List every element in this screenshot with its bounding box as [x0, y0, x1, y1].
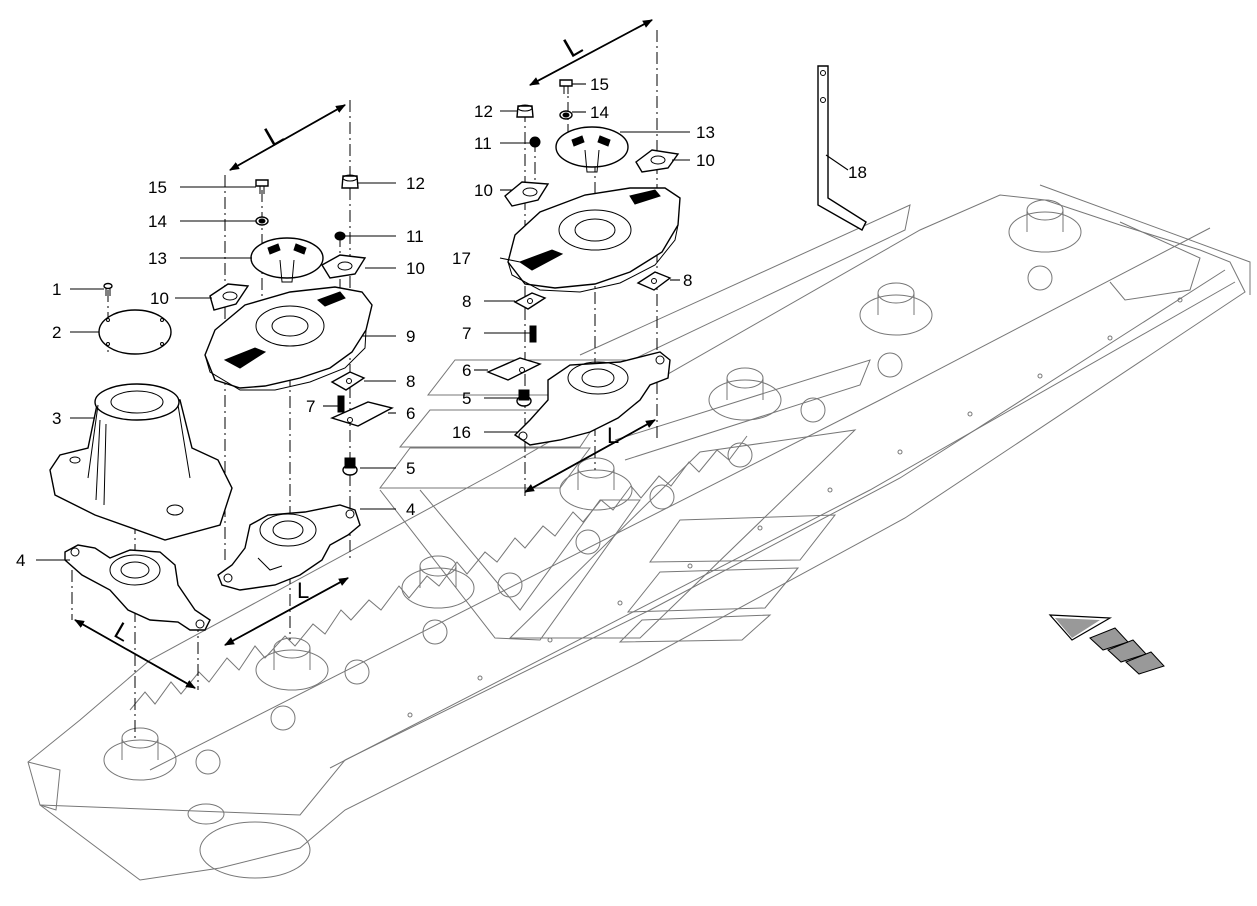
callout-7-right: 7 — [462, 324, 471, 343]
callout-7-left: 7 — [306, 397, 315, 416]
part-11-nut-left — [334, 231, 346, 241]
part-10-skid-left-a — [209, 283, 250, 311]
cutter-bar — [27, 184, 1251, 881]
callout-5-right: 5 — [462, 389, 471, 408]
part-7-screw-left — [337, 395, 345, 413]
dimension-L-5: L — [607, 423, 619, 448]
part-4-carrier-left — [64, 544, 211, 631]
part-1-screw — [103, 282, 113, 296]
callout-10-left-b: 10 — [406, 259, 425, 278]
part-6-blade-left — [330, 401, 394, 427]
part-10-skid-left-b — [321, 254, 367, 279]
brand-logo-outline — [379, 204, 911, 643]
callout-6-right: 6 — [462, 361, 471, 380]
callout-12-right: 12 — [474, 102, 493, 121]
callout-2: 2 — [52, 323, 61, 342]
part-10-skid-right-a — [504, 181, 550, 207]
part-2-cover-plate — [98, 309, 172, 355]
callout-6-left: 6 — [406, 404, 415, 423]
callout-9: 9 — [406, 327, 415, 346]
callout-14-left: 14 — [148, 212, 167, 231]
part-15-bolt-right — [559, 79, 573, 94]
part-8-plate-left — [330, 371, 366, 391]
callout-17: 17 — [452, 249, 471, 268]
part-12-nut-right — [516, 104, 534, 118]
callout-11-left: 11 — [406, 227, 424, 246]
callout-15-right: 15 — [590, 75, 609, 94]
part-11-nut-right — [529, 136, 541, 148]
dimension-lines: L L L L L — [74, 19, 656, 689]
callout-8-left: 8 — [406, 372, 415, 391]
dimension-L-2: L — [558, 29, 587, 64]
part-8-plate-right-a — [513, 292, 547, 310]
part-7-screw-right — [529, 325, 537, 343]
callout-labels: 1 2 3 4 4 5 5 6 6 7 7 8 8 8 9 10 10 10 1… — [16, 75, 867, 570]
callout-18: 18 — [848, 163, 867, 182]
callout-8-right-b: 8 — [683, 271, 692, 290]
callout-13-right: 13 — [696, 123, 715, 142]
callout-4-right: 4 — [406, 500, 415, 519]
callout-10-right-b: 10 — [696, 151, 715, 170]
part-12-nut-left — [341, 174, 359, 189]
callout-11-right: 11 — [474, 134, 492, 153]
part-18-bracket — [817, 65, 867, 231]
part-16-carrier — [513, 351, 671, 446]
callout-13-left: 13 — [148, 249, 167, 268]
dimension-L-4: L — [297, 578, 309, 603]
part-14-washer-right — [559, 110, 573, 120]
part-3-drum — [49, 383, 233, 541]
callout-4-left: 4 — [16, 551, 25, 570]
part-17-disc — [507, 187, 681, 293]
dimension-L-1: L — [259, 118, 288, 153]
part-15-bolt-left — [255, 179, 269, 194]
part-13-cone-right — [555, 126, 629, 173]
part-6-blade-right — [486, 357, 542, 381]
callout-16: 16 — [452, 423, 471, 442]
callout-15-left: 15 — [148, 178, 167, 197]
part-4-carrier-right — [217, 504, 361, 591]
callout-10-left-a: 10 — [150, 289, 169, 308]
part-9-disc — [204, 286, 373, 391]
callout-14-right: 14 — [590, 103, 609, 122]
callout-8-right-a: 8 — [462, 292, 471, 311]
callout-12-left: 12 — [406, 174, 425, 193]
callout-3: 3 — [52, 409, 61, 428]
leader-lines — [36, 83, 849, 561]
part-5-bolt-left — [342, 457, 358, 476]
part-5-bolt-right — [516, 389, 532, 407]
part-14-washer-left — [255, 216, 269, 226]
callout-10-right-a: 10 — [474, 181, 493, 200]
part-10-skid-right-b — [635, 149, 680, 173]
part-8-plate-right-b — [636, 271, 672, 291]
callout-1: 1 — [52, 280, 61, 299]
travel-direction-arrow — [1048, 614, 1165, 675]
callout-5-left: 5 — [406, 459, 415, 478]
part-13-cone-left — [250, 237, 324, 283]
dimension-L-3: L — [109, 617, 134, 647]
